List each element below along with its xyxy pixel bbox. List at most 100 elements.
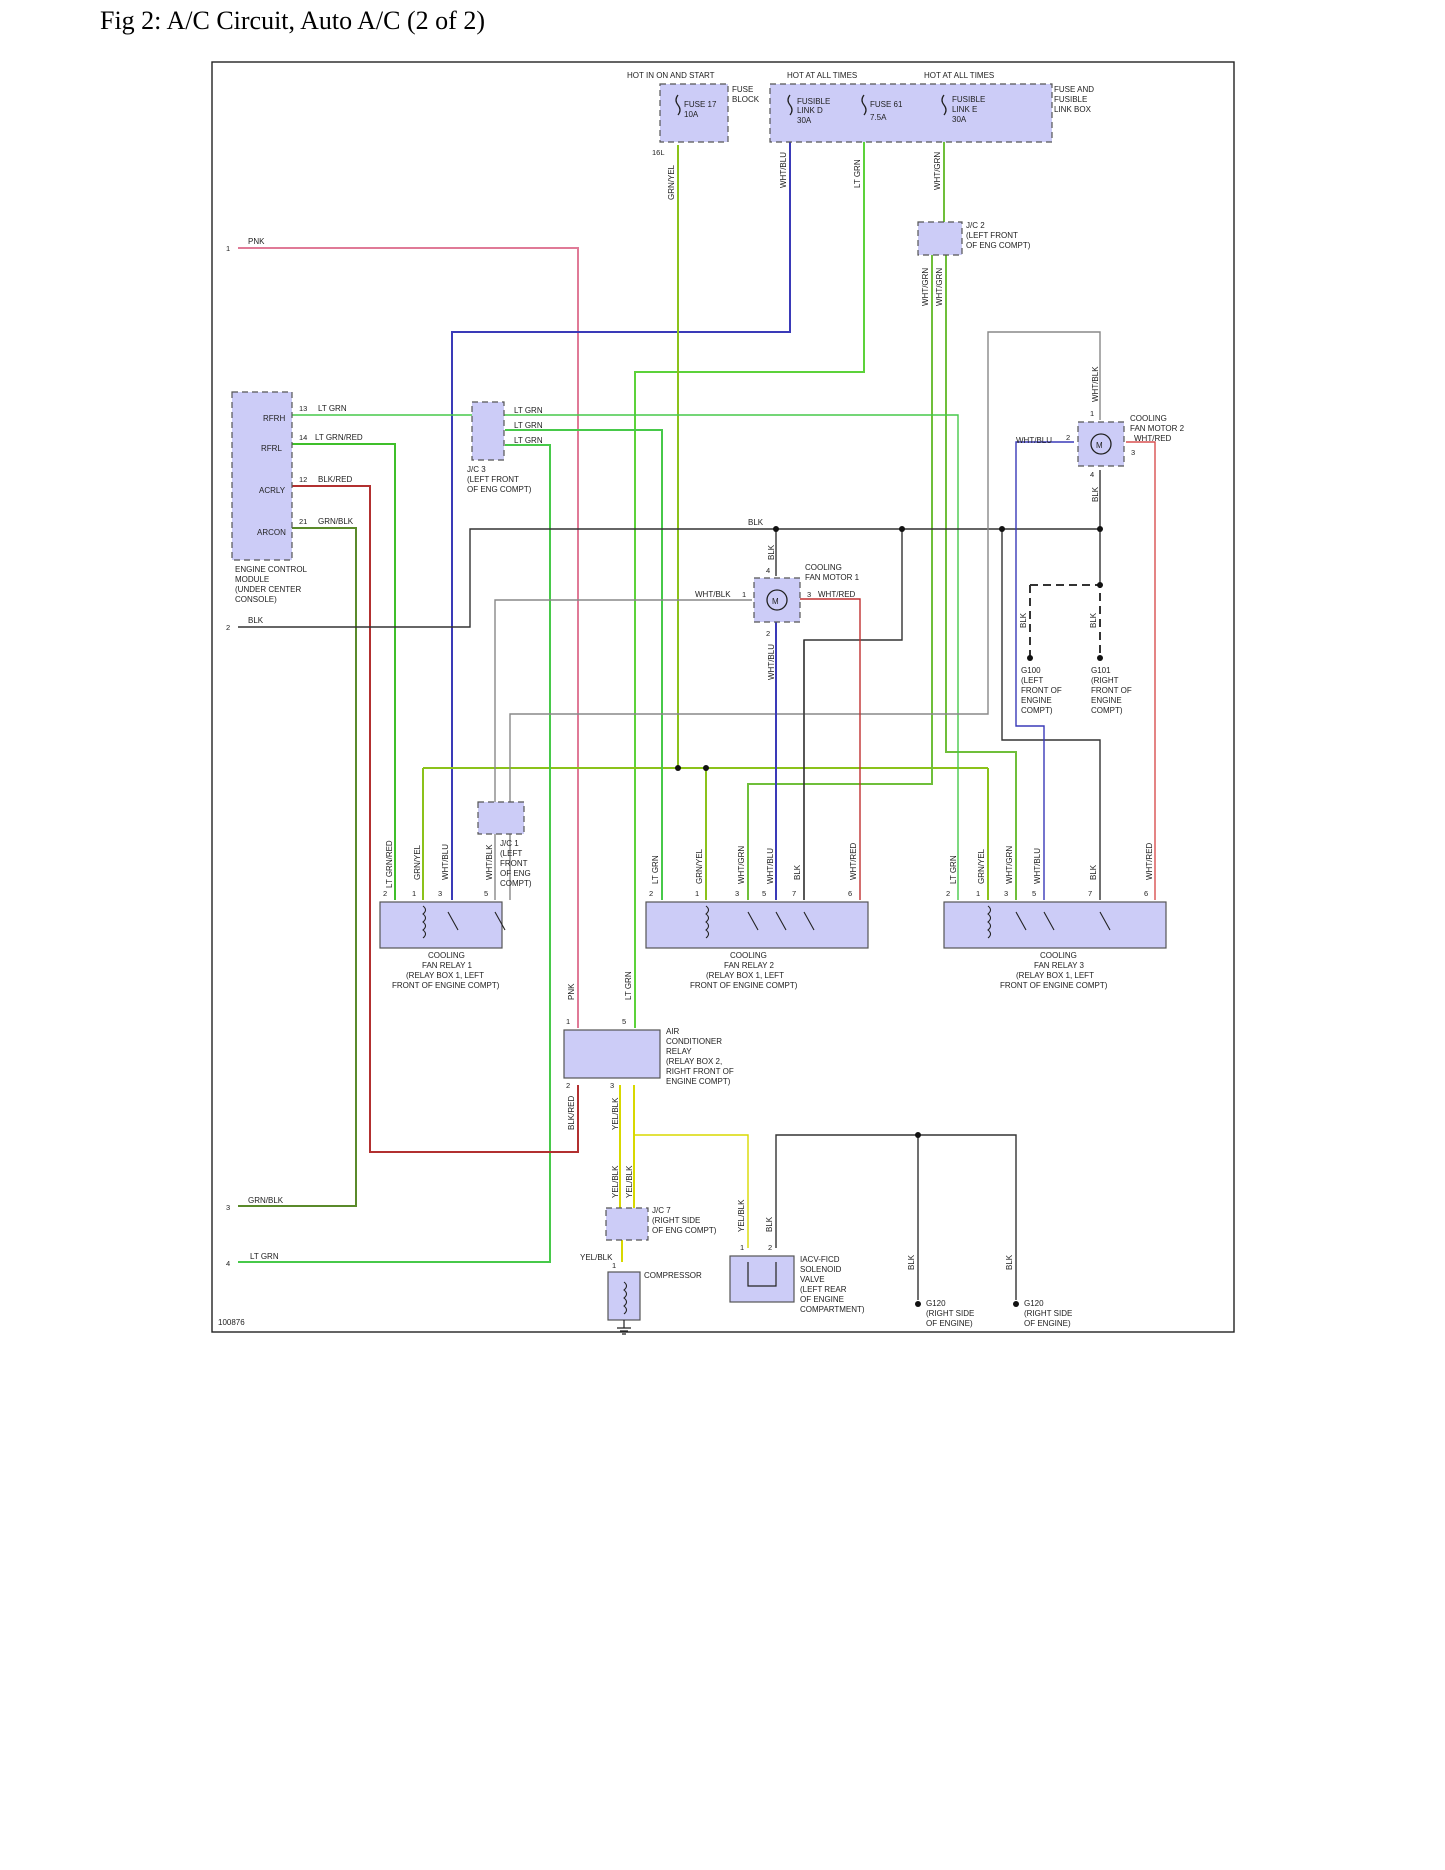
air-conditioner-relay: 1 5 2 3 AIR CONDITIONER RELAY (RELAY BOX… <box>563 1017 734 1198</box>
svg-text:(RELAY BOX 1, LEFT: (RELAY BOX 1, LEFT <box>706 971 784 980</box>
svg-text:GRN/BLK: GRN/BLK <box>248 1196 284 1205</box>
svg-text:WHT/GRN: WHT/GRN <box>935 268 944 306</box>
svg-text:FAN RELAY 1: FAN RELAY 1 <box>422 961 473 970</box>
svg-text:WHT/BLU: WHT/BLU <box>766 848 775 884</box>
svg-text:J/C 3: J/C 3 <box>467 465 486 474</box>
wire-grn-blk <box>238 527 357 1207</box>
svg-text:16L: 16L <box>652 148 665 157</box>
svg-text:RELAY: RELAY <box>666 1047 692 1056</box>
svg-text:7: 7 <box>1088 889 1092 898</box>
svg-text:BLK/RED: BLK/RED <box>318 475 352 484</box>
svg-text:G120: G120 <box>1024 1299 1044 1308</box>
svg-text:1: 1 <box>740 1243 744 1252</box>
svg-text:HOT AT ALL TIMES: HOT AT ALL TIMES <box>787 71 857 80</box>
svg-text:J/C 1: J/C 1 <box>500 839 519 848</box>
svg-text:YEL/BLK: YEL/BLK <box>580 1253 613 1262</box>
svg-text:ENGINE: ENGINE <box>1021 696 1052 705</box>
svg-text:OF ENG COMPT): OF ENG COMPT) <box>652 1226 717 1235</box>
svg-text:OF ENG COMPT): OF ENG COMPT) <box>467 485 532 494</box>
svg-text:(RIGHT SIDE: (RIGHT SIDE <box>1024 1309 1072 1318</box>
svg-text:2: 2 <box>226 623 230 632</box>
svg-text:WHT/RED: WHT/RED <box>1134 434 1172 443</box>
svg-text:BLK: BLK <box>767 544 776 560</box>
svg-text:WHT/BLU: WHT/BLU <box>1033 848 1042 884</box>
svg-text:6: 6 <box>848 889 852 898</box>
svg-text:OF ENGINE): OF ENGINE) <box>926 1319 973 1328</box>
svg-text:WHT/RED: WHT/RED <box>1145 842 1154 880</box>
svg-text:6: 6 <box>1144 889 1148 898</box>
svg-text:MODULE: MODULE <box>235 575 269 584</box>
svg-text:FUSE AND: FUSE AND <box>1054 85 1094 94</box>
svg-text:4: 4 <box>1090 470 1094 479</box>
svg-text:LT GRN: LT GRN <box>514 421 543 430</box>
svg-text:5: 5 <box>762 889 766 898</box>
svg-text:3: 3 <box>438 889 442 898</box>
svg-text:(RELAY BOX 1, LEFT: (RELAY BOX 1, LEFT <box>406 971 484 980</box>
svg-text:LINK D: LINK D <box>797 106 823 115</box>
svg-text:BLK: BLK <box>765 1216 774 1232</box>
svg-text:BLK: BLK <box>248 616 264 625</box>
svg-text:G101: G101 <box>1091 666 1111 675</box>
svg-text:G100: G100 <box>1021 666 1041 675</box>
svg-text:WHT/BLK: WHT/BLK <box>695 590 731 599</box>
svg-text:BLK: BLK <box>1019 612 1028 628</box>
svg-text:(LEFT: (LEFT <box>500 849 522 858</box>
svg-text:GRN/YEL: GRN/YEL <box>413 844 422 880</box>
svg-text:WHT/RED: WHT/RED <box>849 842 858 880</box>
svg-text:3: 3 <box>226 1203 230 1212</box>
svg-text:14: 14 <box>299 433 307 442</box>
svg-text:3: 3 <box>807 590 811 599</box>
svg-text:7.5A: 7.5A <box>870 113 887 122</box>
svg-text:1: 1 <box>742 590 746 599</box>
svg-text:WHT/BLU: WHT/BLU <box>1016 436 1052 445</box>
svg-text:(UNDER CENTER: (UNDER CENTER <box>235 585 301 594</box>
svg-text:1: 1 <box>976 889 980 898</box>
svg-text:ENGINE COMPT): ENGINE COMPT) <box>666 1077 731 1086</box>
svg-text:WHT/BLK: WHT/BLK <box>485 844 494 880</box>
svg-text:LINK E: LINK E <box>952 105 977 114</box>
ground-g120-b: BLK G120 (RIGHT SIDE OF ENGINE) <box>1005 1254 1072 1328</box>
svg-text:LT GRN: LT GRN <box>949 855 958 884</box>
svg-text:2: 2 <box>946 889 950 898</box>
svg-text:WHT/RED: WHT/RED <box>818 590 856 599</box>
svg-text:CONSOLE): CONSOLE) <box>235 595 277 604</box>
svg-text:WHT/GRN: WHT/GRN <box>1005 846 1014 884</box>
svg-text:FRONT OF ENGINE COMPT): FRONT OF ENGINE COMPT) <box>1000 981 1108 990</box>
svg-text:FUSIBLE: FUSIBLE <box>1054 95 1087 104</box>
svg-text:COOLING: COOLING <box>805 563 842 572</box>
svg-text:RFRL: RFRL <box>261 444 282 453</box>
svg-text:BLK: BLK <box>1005 1254 1014 1270</box>
figure-title: Fig 2: A/C Circuit, Auto A/C (2 of 2) <box>100 6 485 35</box>
svg-text:COMPRESSOR: COMPRESSOR <box>644 1271 702 1280</box>
svg-text:SOLENOID: SOLENOID <box>800 1265 842 1274</box>
svg-text:GRN/YEL: GRN/YEL <box>667 164 676 200</box>
svg-text:FRONT OF: FRONT OF <box>1021 686 1062 695</box>
svg-text:GRN/BLK: GRN/BLK <box>318 517 354 526</box>
svg-text:OF ENGINE: OF ENGINE <box>800 1295 844 1304</box>
blk-bus-label: BLK <box>748 518 764 527</box>
wire-wht-blu-fm2 <box>1015 441 1074 900</box>
svg-text:(RIGHT: (RIGHT <box>1091 676 1119 685</box>
svg-text:30A: 30A <box>797 116 812 125</box>
wire-wht-blu-main <box>451 140 791 900</box>
svg-text:2: 2 <box>383 889 387 898</box>
svg-text:30A: 30A <box>952 115 967 124</box>
svg-text:YEL/BLK: YEL/BLK <box>625 1165 634 1198</box>
svg-text:5: 5 <box>622 1017 626 1026</box>
svg-text:BLK: BLK <box>1089 612 1098 628</box>
svg-text:LT GRN/RED: LT GRN/RED <box>385 840 394 888</box>
svg-text:OF ENG COMPT): OF ENG COMPT) <box>966 241 1031 250</box>
svg-text:COOLING: COOLING <box>730 951 767 960</box>
svg-text:1: 1 <box>226 244 230 253</box>
svg-text:(LEFT: (LEFT <box>1021 676 1043 685</box>
svg-text:FUSE: FUSE <box>732 85 753 94</box>
svg-text:4: 4 <box>226 1259 230 1268</box>
svg-text:3: 3 <box>1131 448 1135 457</box>
svg-text:1: 1 <box>1090 409 1094 418</box>
svg-text:FUSE 17: FUSE 17 <box>684 100 717 109</box>
svg-text:FRONT OF: FRONT OF <box>1091 686 1132 695</box>
svg-text:AIR: AIR <box>666 1027 680 1036</box>
svg-text:BLK: BLK <box>793 864 802 880</box>
pnk-label: PNK <box>567 983 576 1000</box>
